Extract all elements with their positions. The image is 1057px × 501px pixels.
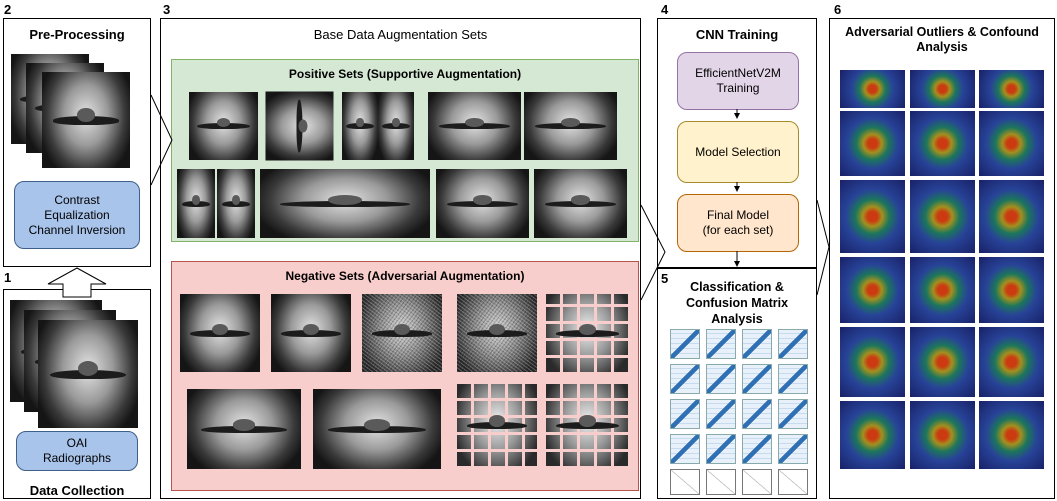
gradcam-heatmap [979,401,1044,469]
gradcam-heatmap [979,327,1044,397]
gradcam-heatmap [840,111,905,176]
confusion-matrix-plot [670,364,700,394]
negative-grid-radiograph [457,384,537,466]
negative-noise-radiograph [457,294,537,372]
cnn-training-title: CNN Training [695,27,779,42]
positive-augmented-radiograph [428,92,521,160]
positive-augmented-radiograph [177,169,215,238]
confusion-matrix-plot [778,434,808,464]
positive-augmented-radiograph [524,92,617,160]
gradcam-heatmap [910,257,975,323]
confusion-matrix-plot [778,399,808,429]
augmentation-title: Base Data Augmentation Sets [313,27,488,42]
data-collection-panel: OAI Radiographs Data Collection [3,289,151,499]
negative-augmented-radiograph [313,389,441,469]
augmentation-step-number: 3 [163,2,171,17]
gradcam-heatmap [840,70,905,108]
confusion-matrix-plot [742,364,772,394]
augmentation-panel: Base Data Augmentation Sets Positive Set… [160,18,641,499]
gradcam-heatmap [840,180,905,253]
positive-augmented-radiograph [342,92,378,160]
gradcam-heatmap [910,327,975,397]
positive-augmented-radiograph [189,92,258,160]
preprocessing-title: Pre-Processing [29,27,125,42]
confusion-matrix-plot [706,364,736,394]
gradcam-heatmap [979,70,1044,108]
gradcam-heatmap [910,70,975,108]
gradcam-heatmap [840,327,905,397]
negative-grid-radiograph [546,384,629,466]
chevron-arrow [816,199,830,296]
positive-augmented-radiograph [534,169,627,238]
chevron-arrow [150,94,173,186]
radiograph-stack-image [42,72,130,168]
preprocessing-panel: Pre-Processing Contrast Equalization Cha… [3,18,151,267]
chevron-arrow [640,204,666,301]
positive-augmented-radiograph [260,169,430,238]
confusion-matrix-plot [742,329,772,359]
gradcam-heatmap [979,257,1044,323]
negative-sets-area: Negative Sets (Adversarial Augmentation) [171,261,639,491]
adversarial-title: Adversarial Outliers & Confound Analysis [845,25,1039,54]
negative-augmented-radiograph [271,294,351,372]
positive-augmented-radiograph [378,92,414,160]
gradcam-heatmap [979,111,1044,176]
confusion-matrix-plot [778,329,808,359]
gradcam-heatmap [840,401,905,469]
confusion-matrix-plot [670,434,700,464]
confusion-matrix-plot [742,434,772,464]
data-collection-title: Data Collection [29,483,125,498]
adversarial-step-number: 6 [834,2,842,17]
gradcam-heatmap [979,180,1044,253]
negative-sets-title: Negative Sets (Adversarial Augmentation) [285,269,525,283]
confusion-matrix-plot [706,399,736,429]
roc-curve-plot [742,469,772,495]
confusion-matrix-plot [706,329,736,359]
oai-radiographs-box: OAI Radiographs [16,431,138,471]
roc-curve-plot [670,469,700,495]
roc-curve-plot [778,469,808,495]
cnn-training-panel: CNN Training EfficientNetV2M Training Mo… [657,18,817,268]
gradcam-heatmap [910,111,975,176]
classification-panel: Classification & Confusion Matrix Analys… [657,268,817,499]
up-arrow [47,267,107,298]
confusion-matrix-plot [670,329,700,359]
roc-curve-plot [706,469,736,495]
gradcam-heatmap [910,401,975,469]
classification-step-number: 5 [661,271,669,286]
confusion-matrix-plot [778,364,808,394]
gradcam-heatmap [840,257,905,323]
positive-augmented-radiograph [436,169,529,238]
confusion-matrix-plot [670,399,700,429]
preprocessing-step-number: 2 [4,2,12,17]
positive-sets-title: Positive Sets (Supportive Augmentation) [288,67,522,81]
gradcam-heatmap [910,180,975,253]
final-model-box: Final Model (for each set) [677,194,799,252]
negative-augmented-radiograph [187,389,301,469]
negative-augmented-radiograph [180,294,260,372]
confusion-matrix-plot [706,434,736,464]
raw-radiograph-image [38,320,138,428]
positive-sets-area: Positive Sets (Supportive Augmentation) [171,59,639,242]
contrast-equalization-box: Contrast Equalization Channel Inversion [14,181,140,249]
confusion-matrix-plot [742,399,772,429]
negative-grid-radiograph [546,294,629,372]
positive-augmented-radiograph [217,169,255,238]
model-selection-box: Model Selection [677,121,799,183]
data-collection-step-number: 1 [4,270,12,285]
efficientnet-training-box: EfficientNetV2M Training [677,52,799,110]
classification-title: Classification & Confusion Matrix Analys… [685,280,789,326]
cnn-training-step-number: 4 [661,2,669,17]
negative-noise-radiograph [362,294,442,372]
